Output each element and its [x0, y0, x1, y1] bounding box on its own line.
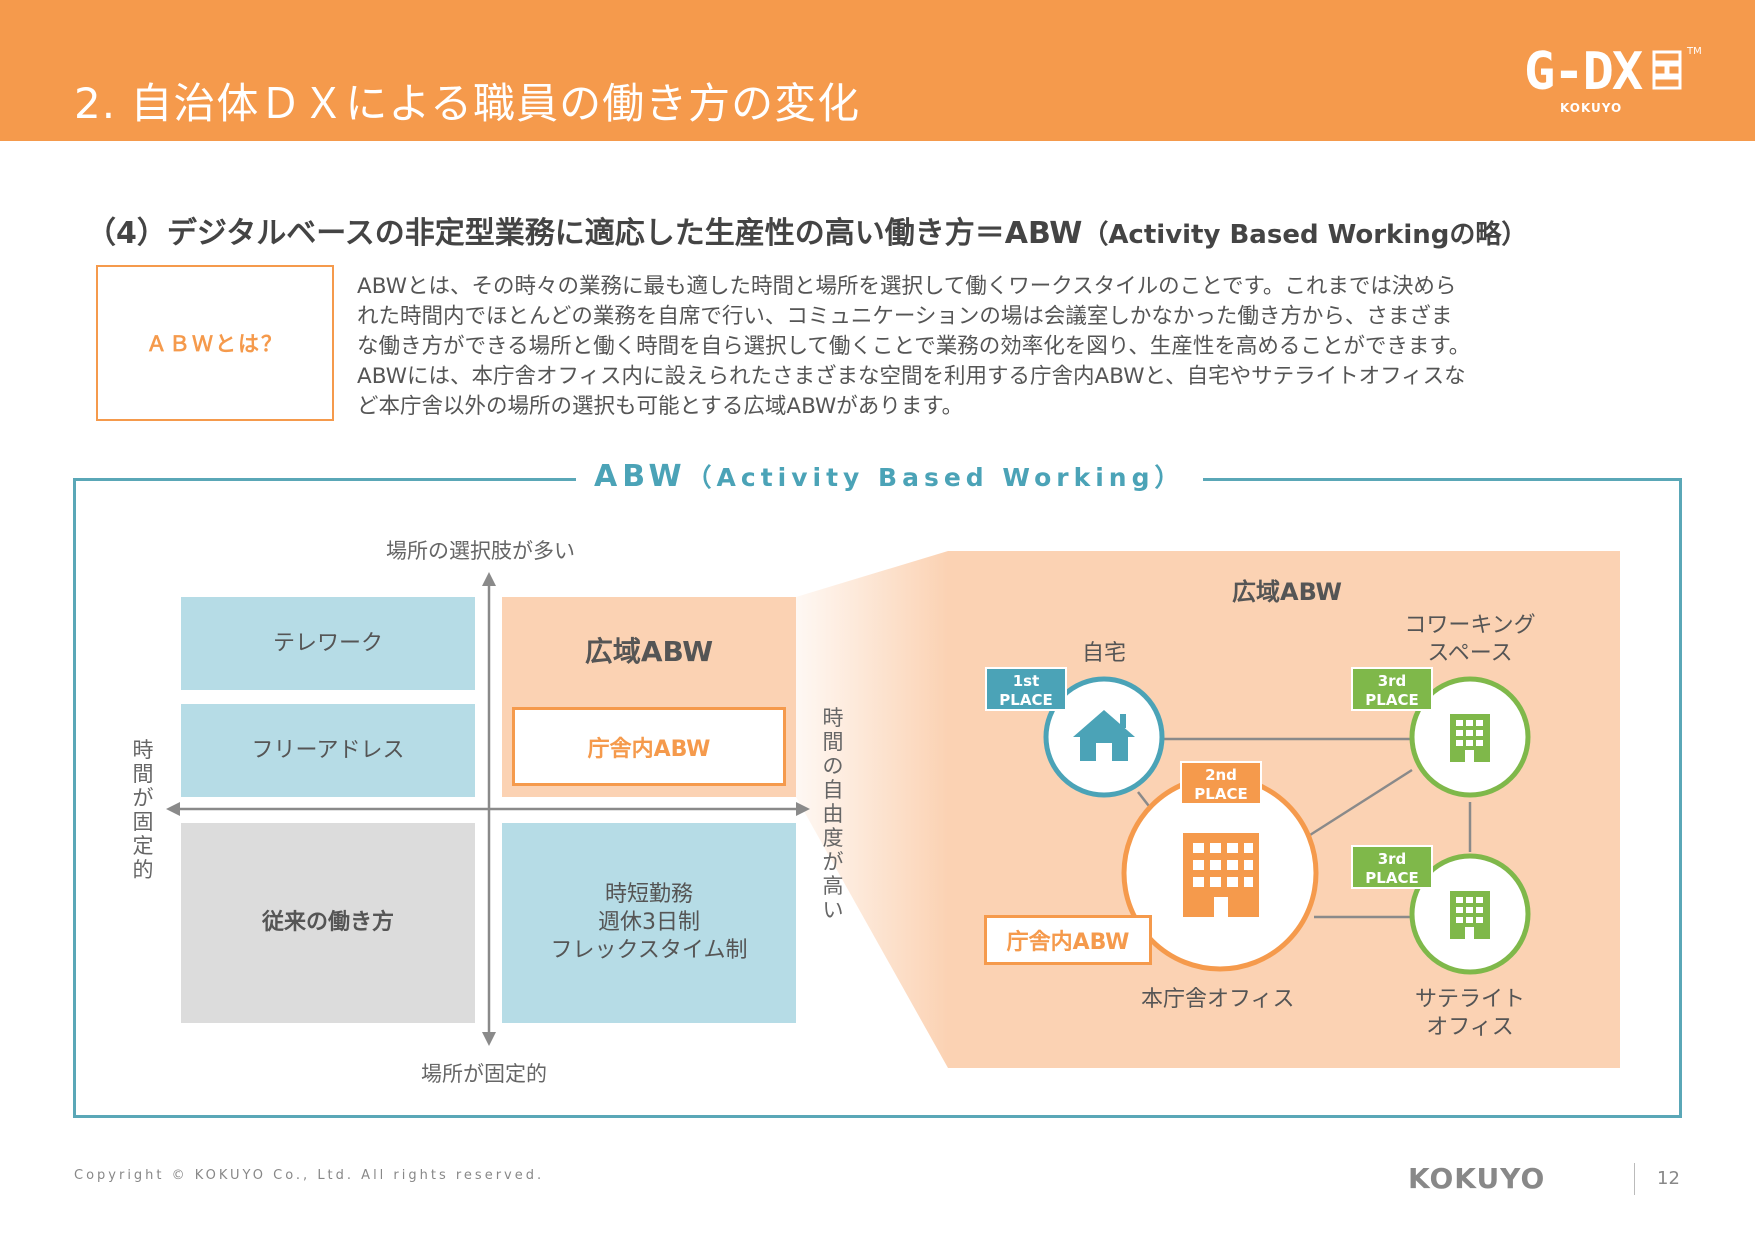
- badge-3rd-place-coworking: 3rd PLACE: [1351, 667, 1433, 711]
- flex-line: フレックスタイム制: [550, 938, 748, 963]
- quadrant-telework: テレワーク: [181, 597, 475, 690]
- abw-definition-label: ＡＢＷとは？: [146, 332, 284, 356]
- satellite-label-line: サテライト: [1414, 987, 1525, 1012]
- badge-2nd-place: 2nd PLACE: [1180, 761, 1262, 805]
- badge-line: PLACE: [1194, 785, 1248, 803]
- axis-label-left-text: 時間が固定的: [132, 738, 154, 882]
- badge-line: 2nd: [1205, 766, 1237, 784]
- axis-label-right-text: 時間の自由度が高い: [822, 706, 844, 922]
- abw-definition-box: ＡＢＷとは？: [96, 265, 334, 421]
- axis-label-top: 場所の選択肢が多い: [386, 539, 575, 563]
- traditional-label: 従来の働き方: [261, 910, 394, 935]
- quadrant-flexible-time: 時短勤務 週休3日制 フレックスタイム制: [502, 823, 796, 1023]
- trademark-mark: TM: [1687, 46, 1702, 57]
- page-number: 12: [1657, 1168, 1680, 1189]
- arrow-down-icon: [482, 1032, 496, 1046]
- quadrant-free-address: フリーアドレス: [181, 704, 475, 797]
- coworking-label-line: コワーキング: [1404, 613, 1536, 638]
- arrow-right-icon: [796, 802, 810, 816]
- description-line: な働き方ができる場所と働く時間を自ら選択して働くことで業務の効率化を図り、生産性…: [357, 334, 1471, 359]
- abw-description: ABWとは、その時々の業務に最も適した時間と場所を選択して働くワークスタイルのこ…: [357, 272, 1657, 422]
- satellite-label: サテライト オフィス: [1408, 986, 1532, 1042]
- section-heading-sub: （Activity Based Workingの略）: [1082, 220, 1528, 250]
- badge-line: PLACE: [999, 691, 1053, 709]
- honsha-inner-abw-label: 庁舎内ABW: [1006, 930, 1130, 955]
- satellite-building-icon: [1450, 891, 1490, 939]
- satellite-label-line: オフィス: [1426, 1015, 1514, 1040]
- flex-line: 週休3日制: [598, 910, 700, 935]
- house-icon: [1073, 710, 1135, 761]
- page-title: 2. 自治体ＤＸによる職員の働き方の変化: [74, 79, 861, 128]
- gdx-logo-grid-icon: [1652, 50, 1682, 90]
- coworking-building-icon: [1450, 714, 1490, 762]
- section-heading: （4）デジタルベースの非定型業務に適応した生産性の高い働き方＝ABW（Activ…: [86, 208, 1527, 252]
- abw-diagram-title: ABW（Activity Based Working）: [576, 458, 1203, 494]
- detail-title: 広域ABW: [1232, 578, 1343, 606]
- honsha-inner-abw-tag: 庁舎内ABW: [984, 915, 1152, 965]
- home-label: 自宅: [1082, 641, 1127, 666]
- badge-line: 3rd: [1377, 850, 1407, 868]
- flex-line: 時短勤務: [604, 882, 693, 907]
- footer-copyright: Copyright © KOKUYO Co., Ltd. All rights …: [74, 1168, 545, 1183]
- callout-connector: [796, 551, 948, 1068]
- quadrant-traditional: 従来の働き方: [181, 823, 475, 1023]
- badge-line: 1st: [1012, 672, 1040, 690]
- frame-title-main: ABW: [594, 459, 687, 494]
- description-line: ど本庁舎以外の場所の選択も可能とする広域ABWがあります。: [357, 394, 964, 419]
- footer-kokuyo-logo: KOKUYO: [1408, 1162, 1546, 1195]
- coworking-label: コワーキング スペース: [1398, 612, 1542, 668]
- arrow-up-icon: [482, 572, 496, 586]
- inner-abw-box: 庁舎内ABW: [512, 707, 786, 786]
- badge-line: PLACE: [1365, 869, 1419, 887]
- main-office-building-icon: [1183, 833, 1259, 917]
- telework-label: テレワーク: [272, 630, 383, 656]
- badge-line: 3rd: [1377, 672, 1407, 690]
- gdx-logo: G-DX: [1524, 42, 1643, 102]
- axis-label-bottom: 場所が固定的: [421, 1062, 547, 1086]
- axis-label-left: 時間が固定的: [130, 738, 156, 882]
- matrix-axes: [166, 572, 810, 1046]
- arrow-left-icon: [166, 802, 180, 816]
- frame-title-sub: （Activity Based Working）: [686, 463, 1185, 492]
- description-line: れた時間内でほとんどの業務を自席で行い、コミュニケーションの場は会議室しかなかっ…: [357, 304, 1453, 329]
- wide-abw-label: 広域ABW: [584, 635, 714, 668]
- axis-label-right: 時間の自由度が高い: [820, 706, 846, 922]
- badge-1st-place: 1st PLACE: [985, 667, 1067, 711]
- description-line: ABWには、本庁舎オフィス内に設えられたさまざまな空間を利用する庁舎内ABWと、…: [357, 364, 1466, 389]
- honsha-label: 本庁舎オフィス: [1141, 987, 1295, 1012]
- coworking-label-line: スペース: [1427, 641, 1513, 666]
- footer-divider: [1634, 1163, 1635, 1195]
- section-heading-main: （4）デジタルベースの非定型業務に適応した生産性の高い働き方＝ABW: [86, 216, 1083, 251]
- badge-line: PLACE: [1365, 691, 1419, 709]
- kokuyo-logo-small: KOKUYO: [1560, 101, 1623, 115]
- free-address-label: フリーアドレス: [251, 737, 405, 763]
- description-line: ABWとは、その時々の業務に最も適した時間と場所を選択して働くワークスタイルのこ…: [357, 274, 1457, 299]
- header-bar: 2. 自治体ＤＸによる職員の働き方の変化 G-DX TM KOKUYO: [0, 0, 1755, 141]
- badge-3rd-place-satellite: 3rd PLACE: [1351, 845, 1433, 889]
- inner-abw-label: 庁舎内ABW: [587, 736, 711, 762]
